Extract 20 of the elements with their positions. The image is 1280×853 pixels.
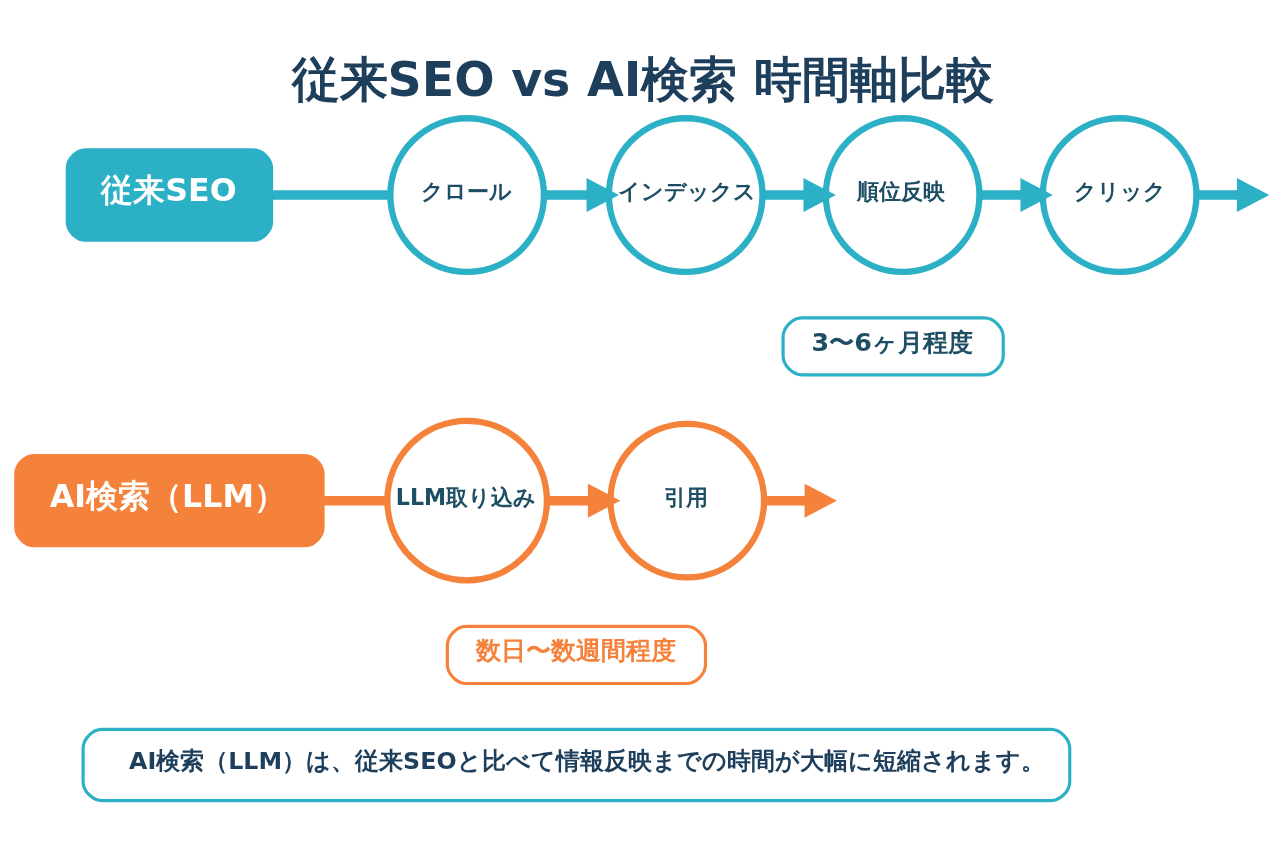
node-box: AI検索（LLM） [14, 453, 325, 547]
node-circle: クリック [1039, 114, 1200, 275]
arrow [979, 177, 1053, 212]
node-circle: インデックス [605, 114, 766, 275]
node-box: 数日〜数週間程度 [445, 624, 708, 685]
arrow [547, 483, 621, 518]
node-box: AI検索（LLM）は、従来SEOと比べて情報反映までの時間が大幅に短縮されます。 [81, 727, 1072, 802]
connector [272, 189, 390, 200]
node-circle: 順位反映 [822, 114, 983, 275]
node-box: 3〜6ヶ月程度 [781, 315, 1005, 376]
node-circle: クロール [387, 114, 548, 275]
connector [324, 495, 388, 505]
arrow [544, 177, 619, 212]
diagram-title: 従来SEO vs AI検索 時間軸比較 [291, 51, 994, 107]
arrow [764, 483, 837, 518]
arrow [1196, 177, 1270, 212]
node-box: 従来SEO [65, 147, 274, 242]
node-circle: LLM取り込み [384, 417, 551, 584]
arrow [762, 177, 836, 212]
node-circle: 引用 [607, 420, 768, 581]
